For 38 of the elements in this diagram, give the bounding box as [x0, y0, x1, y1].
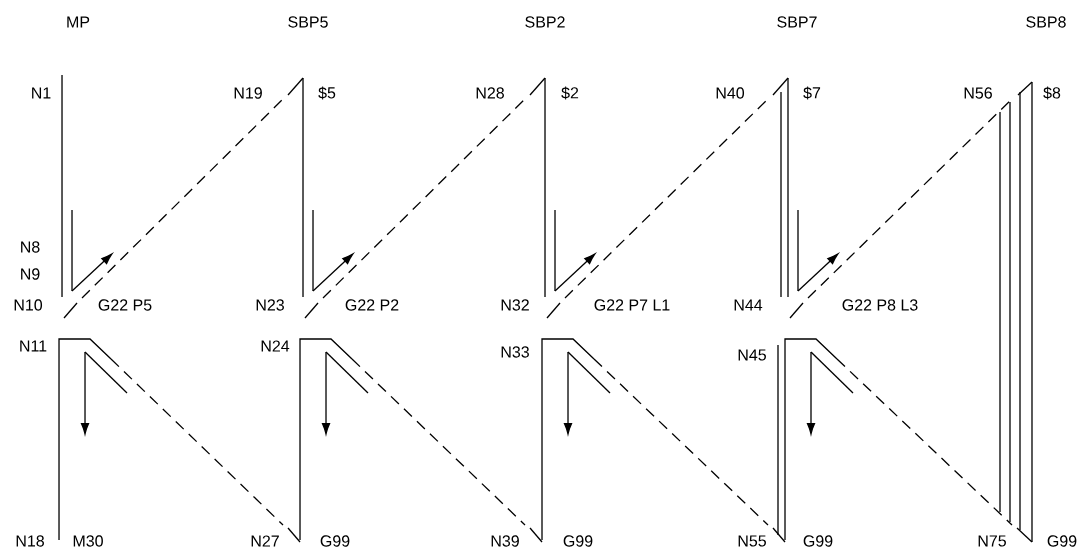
- program-label: G22 P7 L1: [594, 299, 670, 311]
- program-label: SBP7: [777, 16, 817, 28]
- program-label: N75: [978, 535, 1006, 547]
- program-label: N45: [738, 349, 766, 361]
- program-label: N55: [738, 535, 766, 547]
- program-label: G22 P8 L3: [842, 299, 918, 311]
- program-label: N44: [734, 299, 763, 311]
- program-label: $7: [803, 86, 821, 100]
- program-label: SBP5: [288, 16, 328, 28]
- program-label: N24: [261, 340, 290, 352]
- program-label: N39: [491, 535, 519, 547]
- program-label: N28: [476, 87, 504, 99]
- program-label: N33: [501, 346, 529, 358]
- program-label: G99: [320, 535, 350, 547]
- program-label: N40: [716, 87, 745, 99]
- program-label: G22 P2: [345, 299, 399, 311]
- program-label: MP: [67, 16, 90, 28]
- program-label: SBP2: [525, 16, 565, 28]
- program-label: G99: [563, 535, 593, 547]
- program-label: N18: [16, 535, 44, 547]
- program-label: N1: [32, 87, 51, 99]
- program-label: $8: [1043, 86, 1061, 100]
- program-label: M30: [73, 535, 103, 547]
- program-label: SBP8: [1026, 16, 1066, 28]
- program-label: G99: [803, 535, 833, 547]
- program-label: N11: [20, 340, 47, 352]
- program-label: $2: [561, 86, 579, 100]
- program-label: N19: [234, 87, 262, 99]
- program-label: G22 P5: [98, 299, 152, 311]
- program-label: N10: [14, 299, 43, 311]
- program-label: N32: [501, 299, 529, 311]
- program-label: N8: [21, 241, 40, 253]
- program-label: G99: [1047, 535, 1077, 547]
- program-label: N9: [21, 268, 40, 280]
- program-label: $5: [318, 86, 336, 100]
- program-label: N23: [256, 299, 284, 311]
- program-label: N56: [964, 87, 992, 99]
- program-label: N27: [251, 535, 279, 547]
